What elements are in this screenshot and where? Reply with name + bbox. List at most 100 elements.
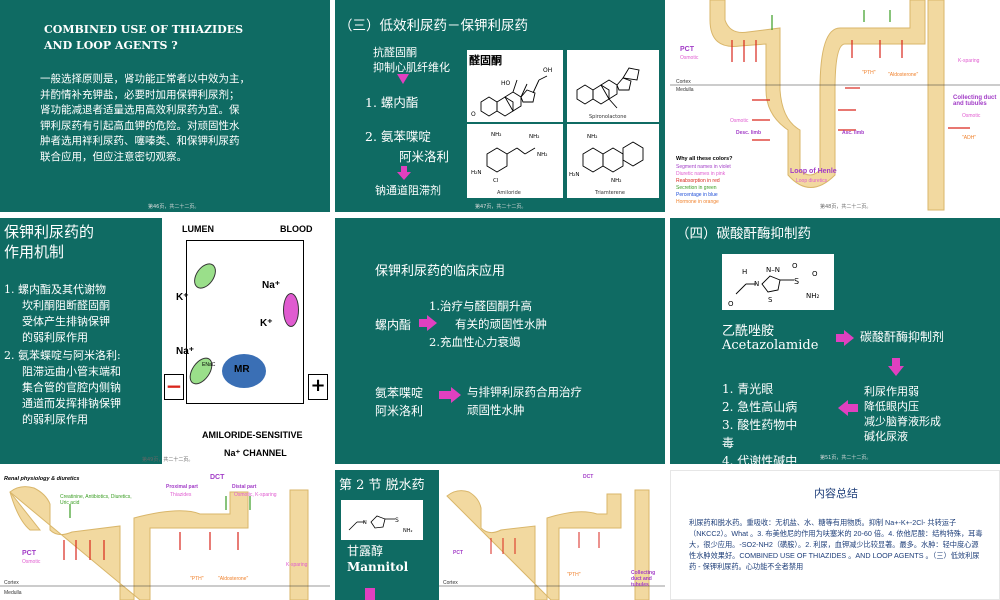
pth-label: "PTH" [567, 572, 581, 578]
svg-text:O: O [728, 300, 734, 308]
legend-item: Percentage in blue [676, 192, 718, 198]
mechanism-spironolactone: 1. 螺内酯及其代谢物 坎利酮阻断醛固酮 受体产生排钠保钾 的弱利尿作用 [4, 283, 110, 344]
legend-item: Diuretic names in pink [676, 171, 726, 177]
cortex-label: Cortex [4, 580, 19, 586]
down-arrow-icon [397, 172, 411, 180]
drug-amiloride: 阿米洛利 [375, 404, 424, 418]
mr-receptor [222, 354, 266, 388]
collecting-osmotic-label: Osmotic [962, 113, 981, 119]
slide-dehydrating-agents[interactable]: 第 2 节 脱水药 N S NH₂ 甘露醇 Mannitol [335, 470, 665, 600]
distal-part-label: Distal part [232, 484, 257, 490]
mechanism-triamterene-amiloride: 2. 氨苯蝶啶与阿米洛利: 阻滞远曲小管末端和 集合管的官腔内侧钠 通道而发挥排… [4, 349, 121, 426]
caption-amiloride-sensitive: AMILORIDE-SENSITIVE [202, 430, 303, 440]
desc-limb-label: Desc. limb [736, 130, 762, 136]
dct-label: DCT [210, 474, 225, 481]
left-arrow-icon-head [838, 400, 848, 416]
acetazolamide-structure-small: N S NH₂ [341, 500, 423, 540]
svg-text:S: S [395, 517, 399, 524]
slide-carbonic-anhydrase[interactable]: （四）碳酸酐酶抑制药 H N O N–N S S NH₂ O O 乙酰唑胺 Ac… [670, 218, 1000, 464]
pct-label: PCT [453, 550, 463, 556]
collecting-duct-label: Collecting duct and tubules [631, 570, 656, 588]
svg-text:HO: HO [501, 80, 511, 87]
spironolactone-structure: Spironolactone [567, 50, 659, 122]
legend-item: Reabsorption in red [676, 178, 720, 184]
drug-effects: 利尿作用弱 降低眼内压 减少脑脊液形成 碱化尿液 [864, 385, 941, 443]
lumen-label: LUMEN [182, 224, 214, 234]
osmotic-label: Osmotic [22, 559, 41, 565]
svg-text:NH₂: NH₂ [611, 178, 621, 184]
cortex-label: Cortex [676, 79, 691, 85]
slide-renal-physiology[interactable]: Renal physiology & diuretics Creatinine,… [0, 470, 330, 600]
triamterene-structure: NH₂ H₂N NH₂ Triamterene [567, 124, 659, 198]
pump-icon [283, 293, 299, 327]
aldosterone-structure: 醛固酮 HO OH O [467, 50, 563, 122]
asc-limb-label: Asc. limb [842, 130, 865, 136]
svg-text:Spironolactone: Spironolactone [589, 114, 626, 120]
legend-item: Secretion in green [676, 185, 717, 191]
svg-text:S: S [768, 296, 773, 304]
slide-title: （四）碳酸酐酶抑制药 [676, 226, 811, 242]
svg-text:O: O [471, 111, 476, 118]
mr-label: MR [234, 364, 250, 375]
slide-footer: 第49页，共二十二页。 [142, 457, 194, 463]
negative-sign-box: − [164, 374, 184, 400]
svg-text:N: N [754, 280, 759, 288]
legend-item: Segment names in violet [676, 164, 731, 170]
adh-label: "ADH" [962, 135, 977, 141]
drug-name-cn: 乙酰唑胺 [722, 324, 775, 339]
slide-title: 第 2 节 脱水药 [339, 478, 425, 493]
use-1c: 2.充血性心力衰竭 [429, 335, 521, 349]
slide-title: 内容总结 [814, 488, 858, 500]
svg-text:NH₂: NH₂ [537, 152, 547, 158]
slide-title: （三）低效利尿药－保钾利尿药 [339, 18, 528, 34]
na-label: Na⁺ [262, 280, 281, 291]
collecting-duct-label: Collecting duct and tubules [953, 95, 997, 107]
medulla-label: Medulla [4, 590, 22, 596]
svg-text:NH₂: NH₂ [403, 528, 413, 534]
na-label-2: Na⁺ [176, 346, 195, 357]
slide-footer: 第47页，共二十二页。 [475, 204, 527, 210]
drug-spironolactone: 1. 螺内酯 [365, 95, 419, 110]
left-arrow-icon [848, 404, 858, 412]
aldosterone-label: "Aldosterone" [218, 576, 249, 582]
slide-clinical-use[interactable]: 保钾利尿药的临床应用 螺内酯 1.治疗与醛固酮升高 有关的顽固性水肿 2.充血性… [335, 218, 665, 464]
slide-combined-use[interactable]: COMBINED USE OF THIAZIDES AND LOOP AGENT… [0, 0, 330, 212]
svg-text:NH₂: NH₂ [491, 132, 501, 138]
right-arrow-icon [836, 334, 844, 342]
slide-potassium-sparing[interactable]: （三）低效利尿药－保钾利尿药 抗醛固酮 抑制心肌纤维化 1. 螺内酯 2. 氨苯… [335, 0, 665, 212]
svg-text:NH₂: NH₂ [529, 134, 539, 140]
slide-title: COMBINED USE OF THIAZIDES AND LOOP AGENT… [44, 23, 244, 52]
svg-text:NH₂: NH₂ [587, 134, 597, 140]
color-legend: Segment names in violet Diuretic names i… [676, 164, 731, 206]
legend-item: Hormone in orange [676, 199, 719, 205]
medulla-label: Medulla [676, 87, 694, 93]
svg-text:NH₂: NH₂ [806, 292, 820, 300]
aldosterone-label: "Aldosterone" [888, 72, 919, 78]
down-arrow-icon [365, 588, 375, 600]
mechanism-1: 抗醛固酮 [373, 46, 417, 59]
drug-name-en: Mannitol [347, 560, 409, 574]
slide-mechanism[interactable]: 保钾利尿药的 作用机制 1. 螺内酯及其代谢物 坎利酮阻断醛固酮 受体产生排钠保… [0, 218, 330, 464]
use-1b: 有关的顽固性水肿 [455, 317, 547, 331]
svg-text:N–N: N–N [766, 266, 780, 274]
slide-title: 保钾利尿药的临床应用 [375, 264, 506, 279]
amiloride-structure: NH₂ NH₂ NH₂ H₂N Cl Amiloride [467, 124, 563, 198]
right-arrow-icon [439, 391, 451, 399]
loop-diuretics-label: Loop diuretics [796, 178, 828, 184]
slide-summary[interactable]: 内容总结 利尿药和脱水药。重吸收：无机盐、水、糖等有用物质。抑制 Na+-K+-… [670, 470, 1000, 600]
enac-label: ENaC [202, 362, 216, 368]
dct-label: DCT [583, 474, 594, 480]
down-arrow-icon [401, 166, 407, 172]
slide-nephron-diagram[interactable]: PCT Osmotic K-sparing Cortex Medulla "PT… [670, 0, 1000, 212]
osmotic-label: Osmotic [680, 55, 699, 61]
down-arrow-icon [397, 74, 409, 84]
drug-action: 碳酸酐酶抑制剂 [860, 330, 945, 344]
svg-text:H₂N: H₂N [569, 172, 579, 178]
k-sparing-label: K-sparing [958, 58, 980, 64]
pth-label: "PTH" [190, 576, 204, 582]
right-arrow-icon-head [844, 330, 854, 346]
svg-text:O: O [812, 270, 818, 278]
drug-uses: 1. 青光眼 2. 急性高山病 3. 酸性药物中 毒 4. 代谢性碱中 [722, 382, 798, 464]
pct-label: PCT [22, 550, 36, 557]
use-1a: 1.治疗与醛固酮升高 [429, 299, 532, 313]
